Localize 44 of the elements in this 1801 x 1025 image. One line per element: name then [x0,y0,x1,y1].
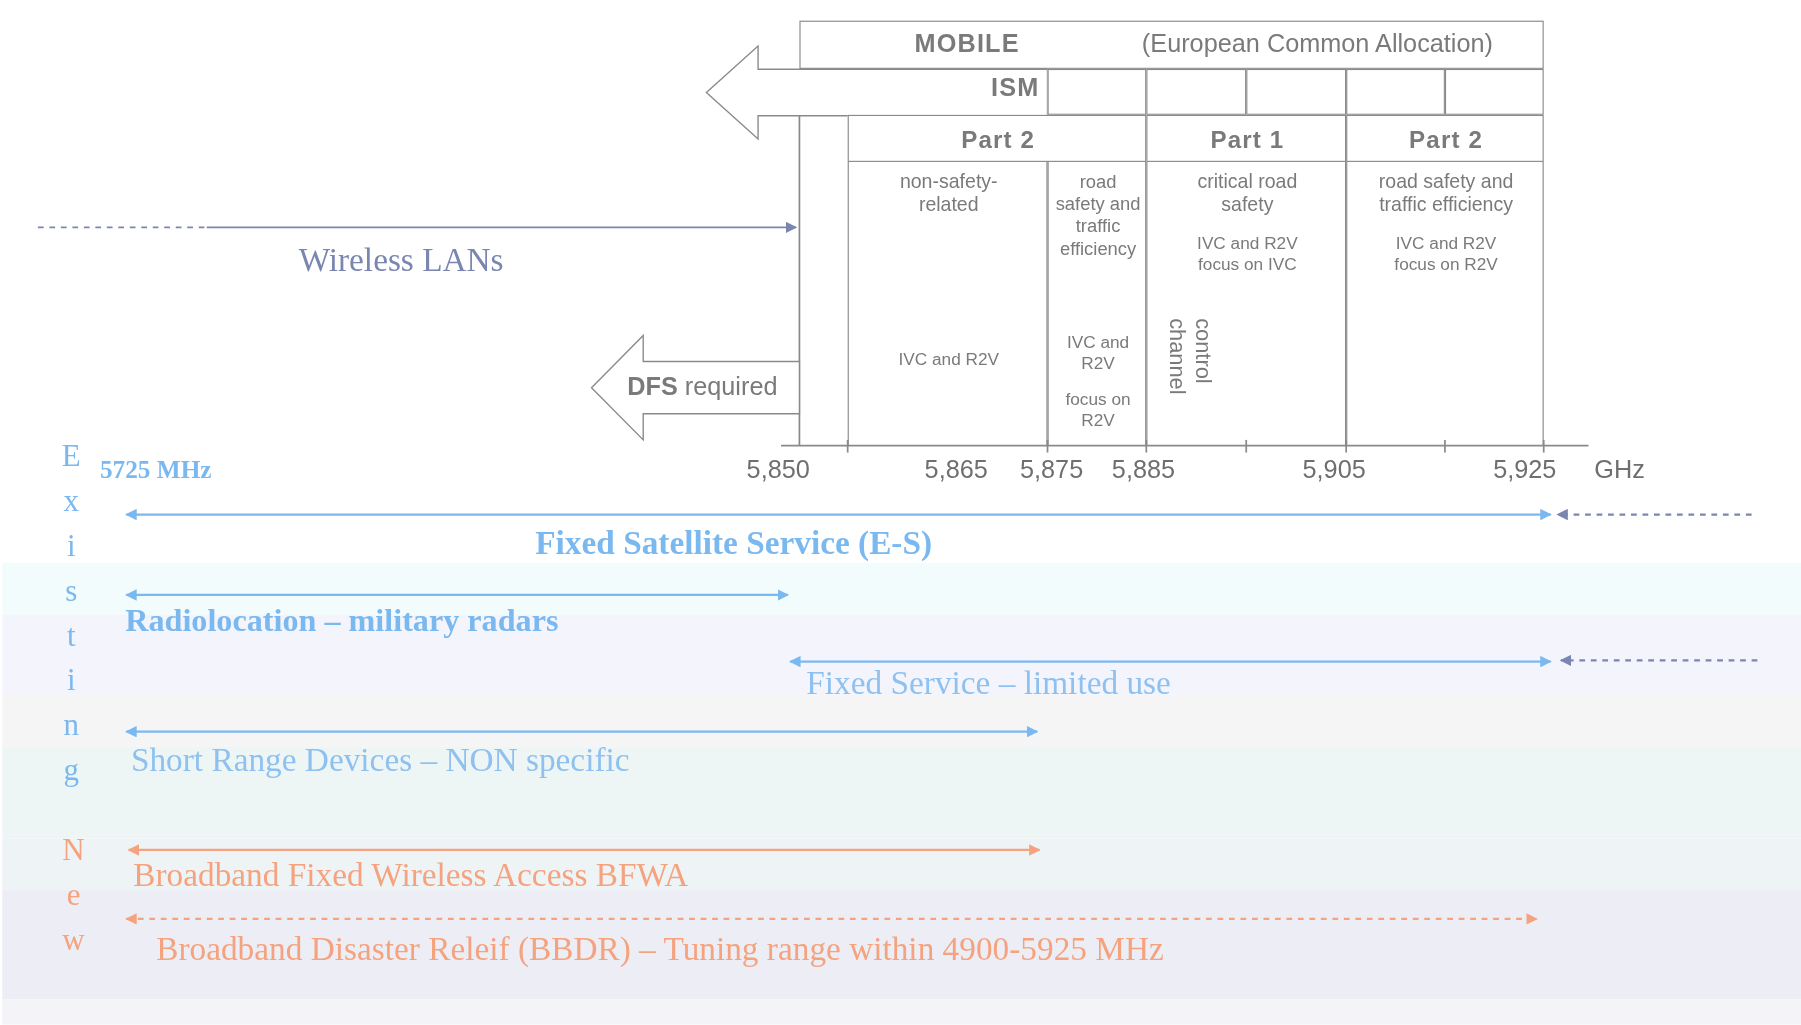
vertical-label: control channel [1164,318,1216,397]
cell-text: road safety and traffic efficiency [1377,171,1515,218]
column-heading: Part 2 [960,125,1037,155]
table-cell [1346,68,1445,115]
cell-text: IVC and R2V [1065,331,1131,374]
frequency-label: 5725 MHz [99,454,212,485]
cell-text: IVC and R2V focus on R2V [1393,233,1499,275]
table-cell [1146,68,1247,115]
cell-text: MOBILE [913,28,1021,60]
tick-label: GHz [1594,454,1645,485]
tick-label: 5,885 [1111,454,1176,485]
cell-text: IVC and R2V [897,349,1000,370]
cell-text: road safety and traffic efficiency [1054,171,1142,260]
cell-text: non-safety-related [898,171,999,218]
table-cell [847,114,1147,162]
band-label: Fixed Satellite Service (E-S) [535,523,933,562]
table-cell [1444,68,1544,115]
cell-text: ISM [990,73,1040,104]
vertical-label: New [55,832,91,968]
table-cell [1246,68,1347,115]
tick-label: 5,850 [746,454,810,485]
cell-text: critical road safety [1196,171,1299,218]
column-heading: Part 2 [1408,125,1485,155]
table-cell [1146,114,1347,162]
band-label: Short Range Devices – NON specific [130,740,630,779]
tick-label: 5,875 [1019,454,1084,485]
band-label: Broadband Fixed Wireless Access BFWA [133,855,689,894]
cell-text: DFS required [626,372,779,403]
band-label: Broadband Disaster Releif (BBDR) – Tuning range within 4900-5925 MHz [156,930,1164,969]
band-label: Radiolocation – military radars [125,601,559,639]
vertical-label: Existing [53,438,89,798]
table-cell [1346,114,1544,162]
tick-label: 5,865 [924,454,988,485]
tick-label: 5,905 [1302,454,1366,485]
cell-text: IVC and R2V focus on IVC [1196,233,1299,275]
table-cell [1047,68,1147,115]
cell-text: (European Common Allocation) [1140,28,1494,60]
tick-label: 5,925 [1493,454,1557,485]
band-label: Fixed Service – limited use [806,663,1171,702]
table-cell [799,20,1544,69]
arrow-band [591,335,800,440]
column-heading: Part 1 [1209,125,1286,155]
cell-text: focus on R2V [1064,389,1132,431]
service-label: Wireless LANs [298,241,504,280]
